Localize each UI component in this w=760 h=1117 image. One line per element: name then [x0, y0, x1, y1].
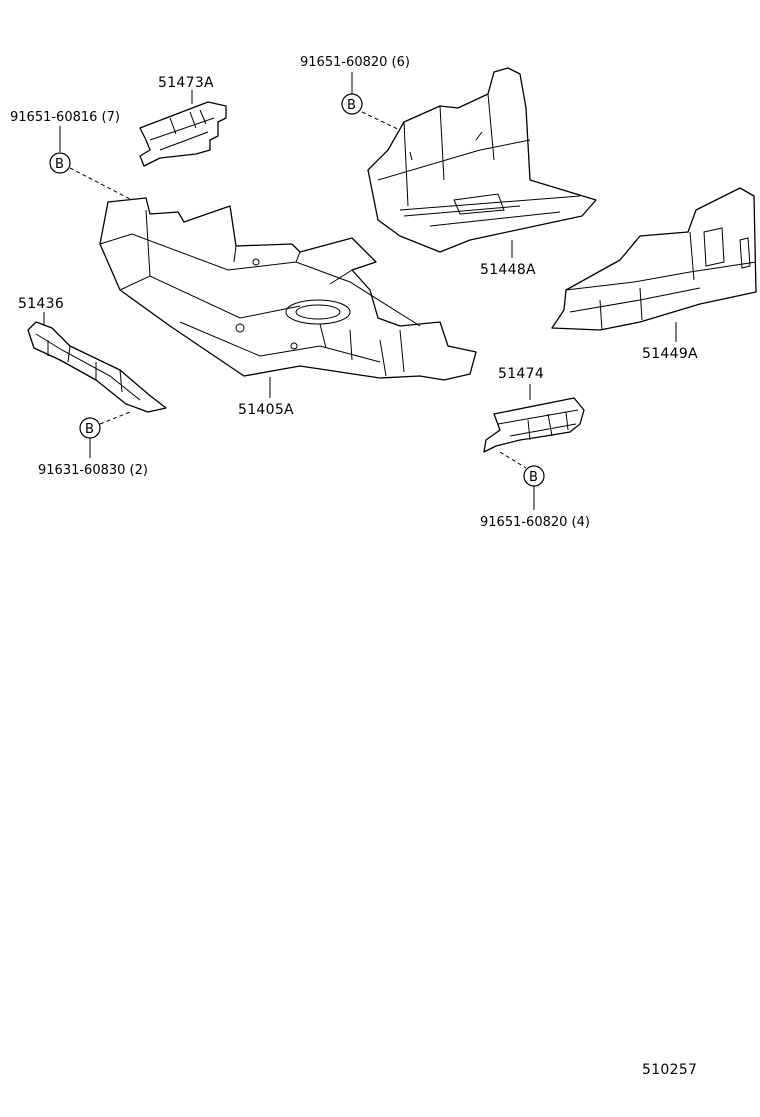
label-fastener-91651-60820-4: 91651-60820 (4)	[480, 515, 590, 530]
callout-b-1: B	[55, 157, 64, 172]
part-51448a-side-panel	[367, 67, 597, 253]
label-fastener-91631-60830: 91631-60830 (2)	[38, 463, 148, 478]
part-51449a-side-panel	[551, 187, 757, 331]
callout-b-4: B	[529, 470, 538, 485]
dashed-line-3	[99, 411, 131, 425]
dashed-line-4	[499, 451, 527, 469]
part-51474-bracket	[483, 397, 585, 453]
label-51405a: 51405A	[238, 402, 294, 418]
label-51449a: 51449A	[642, 346, 698, 362]
label-fastener-91651-60820-6: 91651-60820 (6)	[300, 55, 410, 70]
label-51436: 51436	[18, 296, 64, 312]
callout-b-circle-2	[341, 93, 363, 115]
callout-b-2: B	[347, 98, 356, 113]
label-51473a: 51473A	[158, 75, 214, 91]
label-fastener-91651-60816: 91651-60816 (7)	[10, 110, 120, 125]
callout-b-3: B	[85, 422, 94, 437]
figure-number: 510257	[642, 1062, 697, 1078]
label-51448a: 51448A	[480, 262, 536, 278]
dashed-line-2	[361, 111, 405, 133]
part-51473a-bracket	[139, 101, 227, 167]
label-51474: 51474	[498, 366, 544, 382]
part-51436-bracket	[27, 321, 167, 413]
dashed-line-1	[69, 167, 133, 201]
callout-b-circle-1	[49, 152, 71, 174]
part-51405a-under-cover	[99, 197, 477, 381]
